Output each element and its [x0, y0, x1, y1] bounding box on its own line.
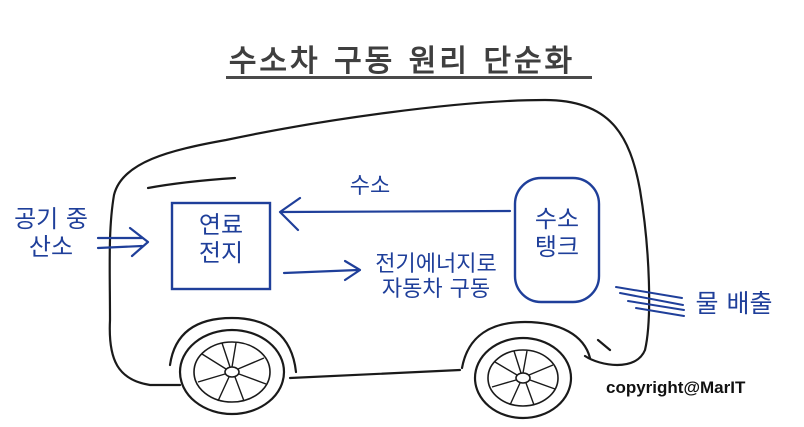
fuel-cell-box: [170, 201, 272, 291]
copyright-text: copyright@MarIT: [606, 378, 746, 397]
title-underline: [226, 76, 592, 79]
hydrogen-arrow: [278, 196, 512, 232]
water-out-label: 물 배출: [695, 289, 773, 318]
hydrogen-tank-box: [513, 176, 601, 304]
rear-wheel-arch: [460, 320, 592, 370]
fuel-cell-label: 연료 전지: [198, 211, 244, 267]
air-oxygen-label: 공기 중 산소: [14, 205, 88, 261]
water-exhaust-lines: [615, 286, 685, 317]
diagram-title: 수소차 구동 원리 단순화: [228, 44, 576, 79]
front-wheel-arch: [168, 316, 298, 374]
vehicle-roof-line: [146, 176, 237, 190]
hydrogen-flow-label: 수소: [349, 174, 391, 199]
front-wheel: [178, 328, 286, 416]
electric-energy-label: 전기에너지로 자동차 구동: [375, 252, 497, 303]
energy-arrow: [282, 259, 362, 282]
vehicle-body: [108, 98, 651, 387]
air-intake-arrow: [96, 226, 150, 258]
hydrogen-tank-label: 수소 탱크: [534, 205, 580, 261]
rear-wheel: [473, 336, 573, 420]
